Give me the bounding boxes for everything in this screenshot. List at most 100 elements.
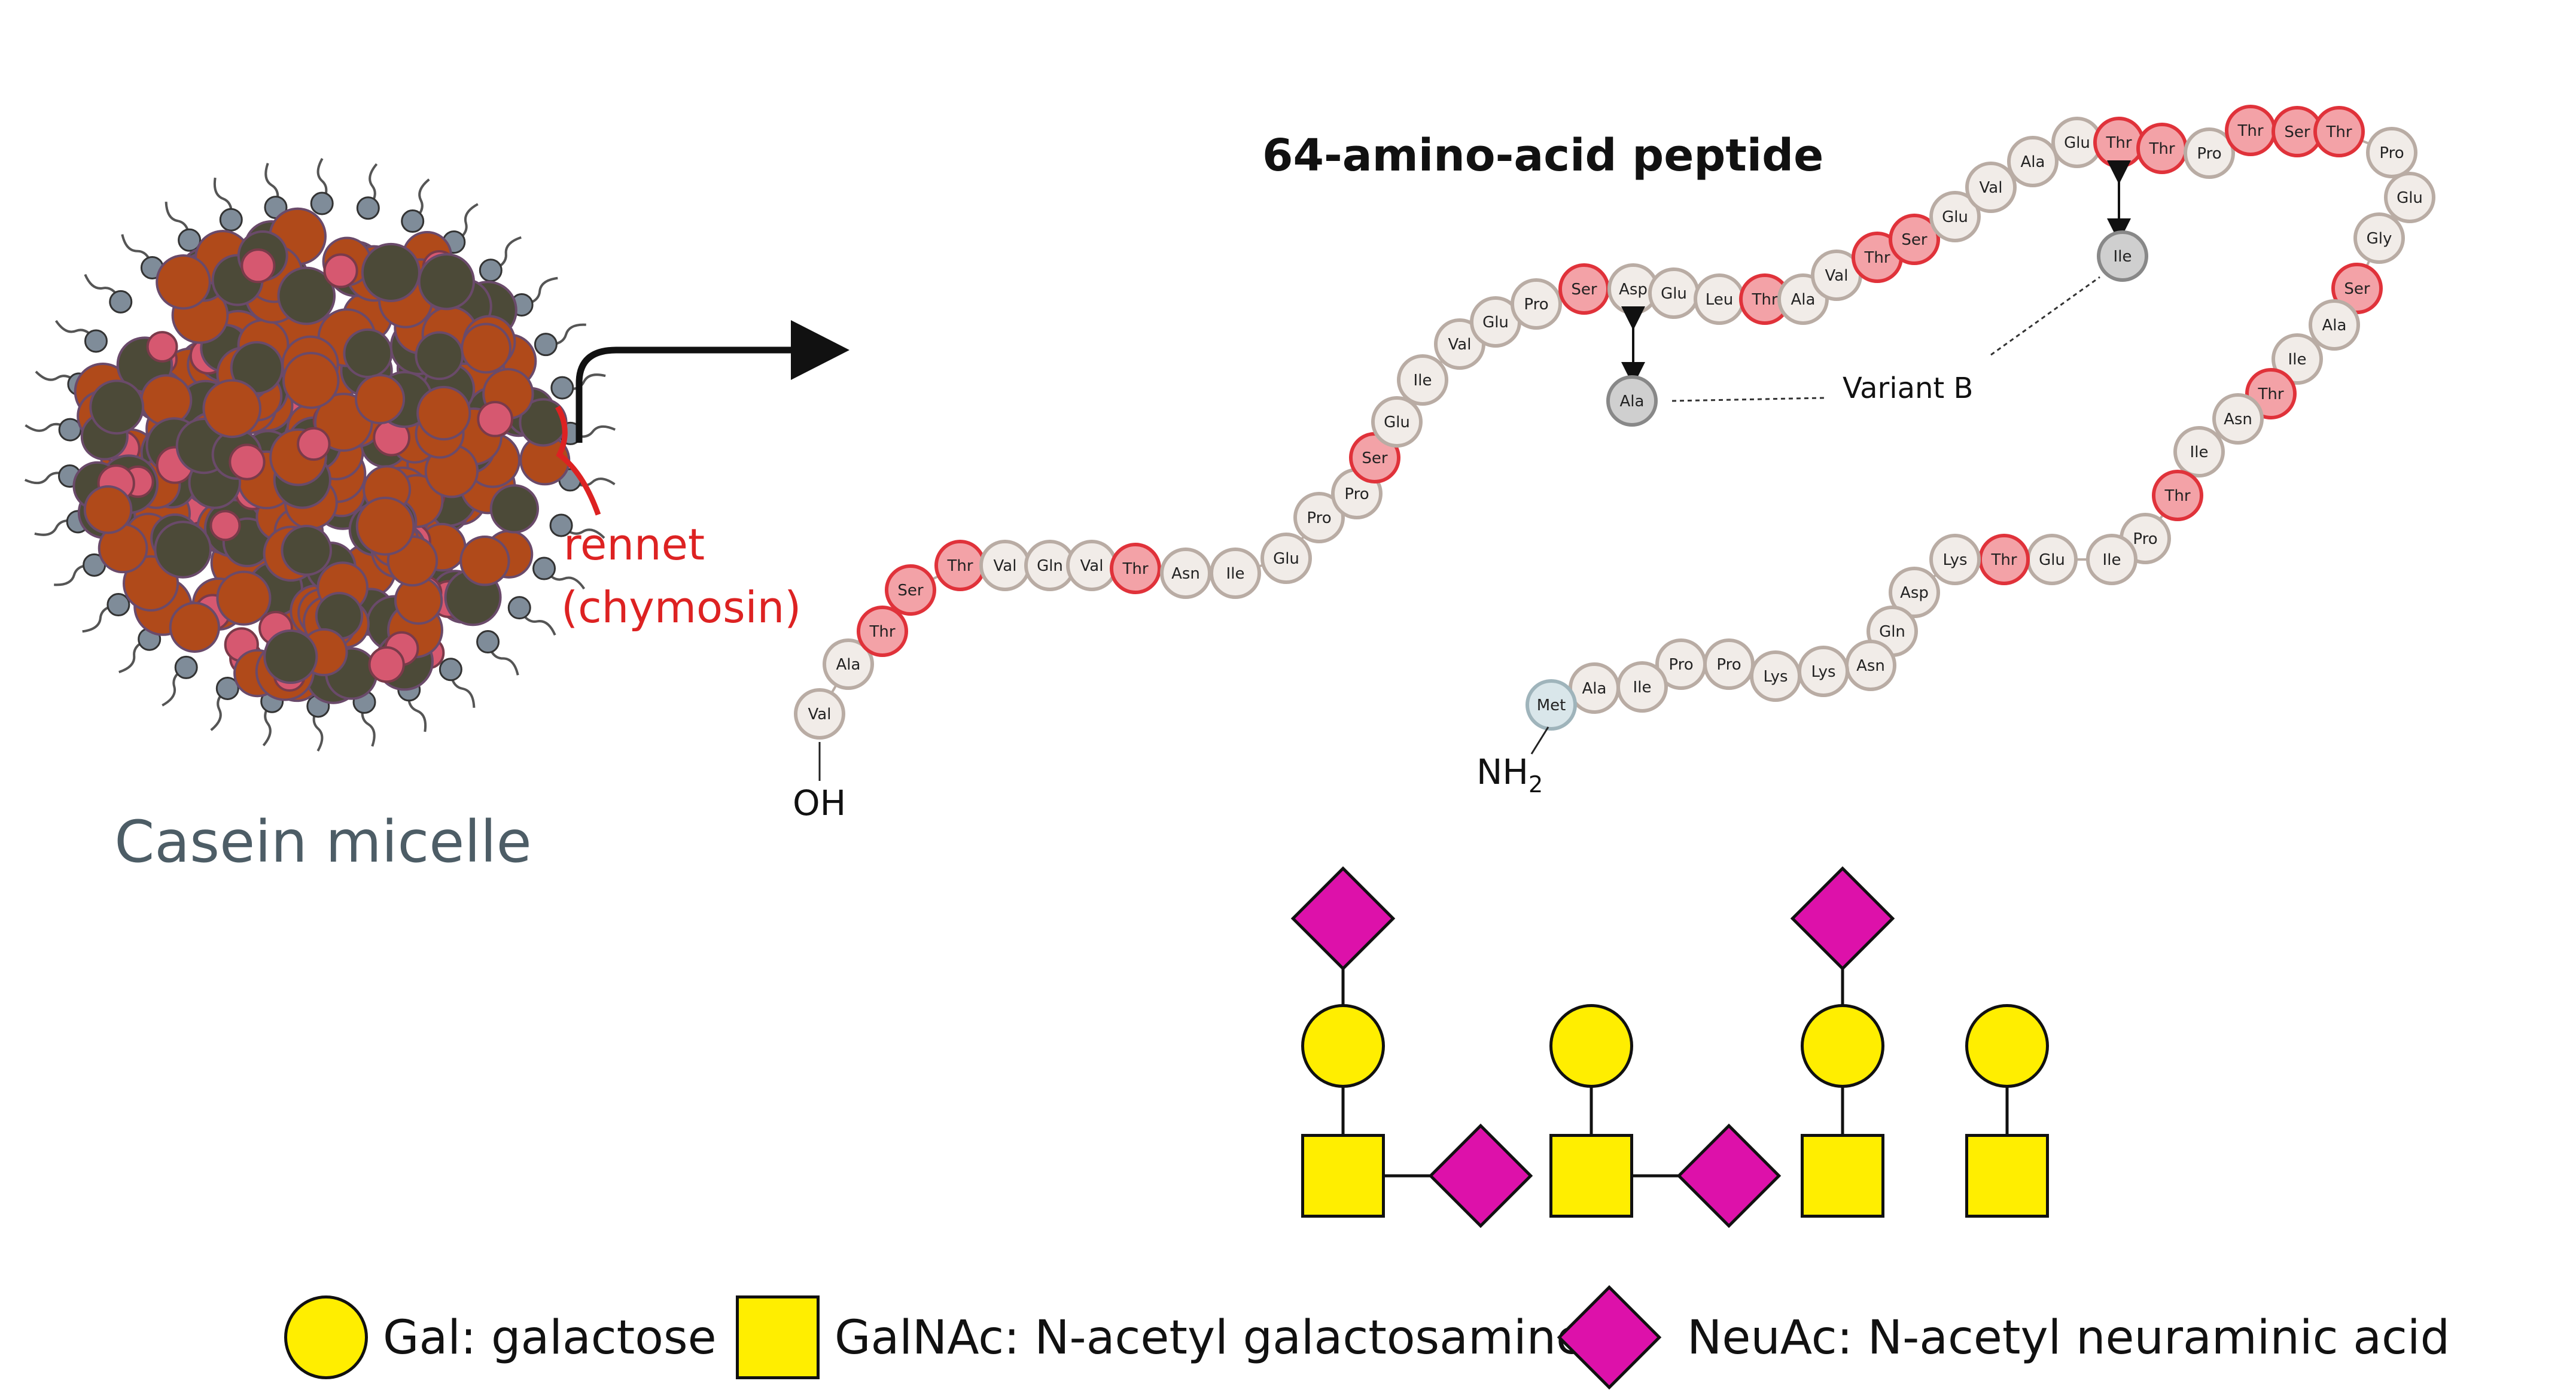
micelle-surface-head bbox=[174, 655, 198, 679]
micelle-particle bbox=[282, 351, 340, 409]
gal-circle bbox=[1801, 1004, 1884, 1088]
residue-label: Thr bbox=[2257, 385, 2283, 403]
micelle-particle bbox=[461, 323, 512, 374]
micelle-surface-head bbox=[109, 290, 133, 314]
rennet-label: rennet bbox=[564, 519, 705, 570]
residue-label: Val bbox=[994, 557, 1017, 575]
residue-label: Asn bbox=[2224, 410, 2252, 428]
residue-ile bbox=[2086, 534, 2137, 585]
galnac-square bbox=[736, 1295, 820, 1379]
micelle-surface-head bbox=[178, 228, 202, 252]
residue-label: Thr bbox=[1751, 291, 1777, 309]
residue-thr bbox=[2313, 106, 2365, 157]
residue-pro bbox=[2366, 127, 2417, 178]
residue-label: Ile bbox=[2103, 551, 2121, 569]
micelle-particle bbox=[89, 379, 145, 435]
glycan-structures bbox=[1290, 866, 2049, 1228]
micelle-surface-head bbox=[219, 208, 243, 232]
galnac-square bbox=[1965, 1134, 2049, 1218]
residue-glu bbox=[1260, 533, 1312, 584]
residue-label: Gly bbox=[2367, 230, 2392, 248]
peptide-title: 64-amino-acid peptide bbox=[1262, 130, 1823, 181]
residue-ala bbox=[2309, 299, 2360, 351]
glycan-structure bbox=[1290, 866, 1533, 1228]
residue-label: Thr bbox=[946, 557, 973, 575]
galnac-square bbox=[1301, 1134, 1385, 1218]
residue-label: Val bbox=[1825, 267, 1849, 285]
residue-label: Glu bbox=[1661, 285, 1687, 303]
galnac-square bbox=[1801, 1134, 1884, 1218]
residue-label: Thr bbox=[2325, 123, 2352, 141]
micelle-particle bbox=[343, 328, 393, 378]
residue-label: Gln bbox=[1879, 623, 1905, 641]
residue-label: Glu bbox=[1942, 208, 1968, 226]
residue-val bbox=[1965, 162, 2017, 213]
residue-label: Pro bbox=[1716, 656, 1741, 674]
galnac-square bbox=[1549, 1134, 1633, 1218]
residue-label: Thr bbox=[1864, 249, 1890, 267]
micelle-particle bbox=[355, 373, 406, 425]
micelle-particle bbox=[355, 496, 415, 556]
micelle-particle bbox=[140, 374, 193, 427]
residue-label: Val bbox=[1980, 179, 2003, 197]
residue-label: Ser bbox=[2284, 123, 2310, 141]
micelle-surface-head bbox=[215, 676, 239, 700]
residue-label: Thr bbox=[2105, 134, 2132, 152]
residue-label: Glu bbox=[2064, 134, 2090, 152]
residue-label: Thr bbox=[1990, 551, 2017, 569]
residue-label: Pro bbox=[2379, 144, 2404, 162]
variant-leader-line bbox=[1990, 276, 2100, 356]
residue-label: Ala bbox=[1582, 680, 1607, 698]
residue-label: Pro bbox=[2197, 145, 2221, 163]
residue-val bbox=[794, 688, 845, 740]
micelle-particle bbox=[156, 254, 211, 310]
neuac-diamond bbox=[1428, 1123, 1533, 1228]
legend-item-square: GalNAc: N-acetyl galactosamine bbox=[736, 1295, 1585, 1379]
residue-label: Glu bbox=[1384, 413, 1410, 431]
neuac-diamond bbox=[1676, 1123, 1782, 1228]
micelle-particle bbox=[459, 536, 510, 586]
c-terminal-label: OH bbox=[793, 783, 846, 823]
residue-ser bbox=[885, 564, 936, 616]
residue-pro bbox=[1511, 278, 1562, 330]
residue-label: Ser bbox=[897, 582, 924, 600]
gal-circle bbox=[1549, 1004, 1633, 1088]
micelle-particle bbox=[477, 401, 513, 437]
micelle-particle bbox=[202, 379, 261, 439]
residue-thr bbox=[2152, 470, 2203, 521]
residue-label: Lys bbox=[1763, 668, 1788, 686]
variant-residue-ala bbox=[1606, 375, 1658, 427]
residue-label: Ala bbox=[1791, 291, 1816, 309]
residue-thr bbox=[857, 606, 908, 657]
residue-ile bbox=[1210, 548, 1261, 599]
residue-pro bbox=[2184, 127, 2235, 179]
residue-label: Ser bbox=[1901, 231, 1928, 249]
residue-label: Pro bbox=[2133, 530, 2157, 548]
micelle-particle bbox=[323, 253, 358, 288]
residue-label: Asp bbox=[1619, 281, 1648, 299]
residue-asn bbox=[2212, 393, 2264, 445]
micelle-surface-head bbox=[439, 658, 462, 682]
micelle-particle bbox=[229, 443, 266, 480]
micelle-surface-head bbox=[310, 191, 334, 215]
micelle-surface-head bbox=[534, 333, 558, 357]
micelle-particle bbox=[281, 524, 333, 576]
variant-leader-line bbox=[1671, 397, 1825, 402]
gal-circle bbox=[1965, 1004, 2049, 1088]
residue-glu bbox=[1929, 191, 1981, 242]
residue-label: Ile bbox=[2190, 443, 2209, 461]
residue-pro bbox=[1655, 638, 1707, 690]
residue-label: Asn bbox=[1856, 657, 1885, 675]
residue-ala bbox=[823, 638, 874, 690]
residue-ile bbox=[2271, 333, 2323, 385]
residue-ser bbox=[2331, 263, 2383, 314]
legend-label: GalNAc: N-acetyl galactosamine bbox=[835, 1311, 1585, 1365]
neuac-diamond bbox=[1557, 1285, 1662, 1390]
residue-label: Ser bbox=[2344, 280, 2370, 298]
micelle-surface-head bbox=[550, 376, 574, 400]
micelle-surface-head bbox=[84, 329, 108, 353]
micelle-particle bbox=[169, 601, 220, 653]
residue-ser bbox=[1889, 214, 1940, 265]
